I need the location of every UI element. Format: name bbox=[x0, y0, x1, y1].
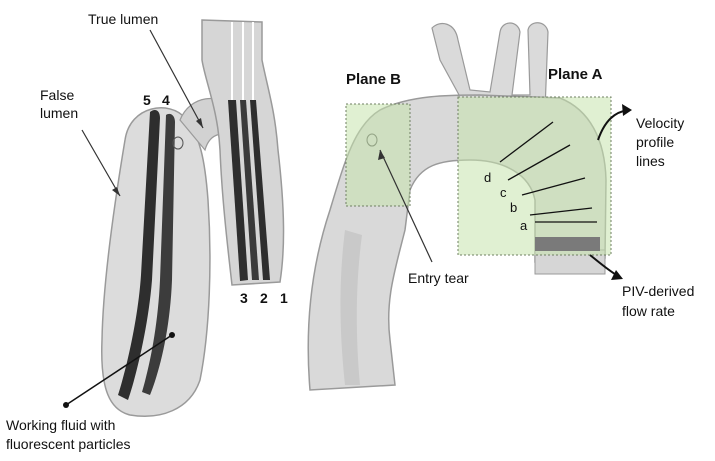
false-lumen-arrow bbox=[82, 130, 120, 196]
channel-label-4: 4 bbox=[162, 92, 170, 108]
velocity-label-line1: Velocity bbox=[636, 115, 684, 131]
working-fluid-dot-start bbox=[63, 402, 69, 408]
left-aorta-model bbox=[102, 20, 284, 416]
channel-label-2: 2 bbox=[260, 290, 268, 306]
working-fluid-label-line2: fluorescent particles bbox=[6, 436, 131, 452]
plane-a-label: Plane A bbox=[548, 66, 603, 83]
profile-label-a: a bbox=[520, 218, 528, 233]
profile-label-c: c bbox=[500, 185, 507, 200]
plane-a-region bbox=[458, 97, 611, 255]
working-fluid-label-line1: Working fluid with bbox=[6, 417, 115, 433]
false-lumen-label-line2: lumen bbox=[40, 105, 78, 121]
profile-label-b: b bbox=[510, 200, 517, 215]
velocity-label-line2: profile bbox=[636, 134, 674, 150]
flow-rate-band bbox=[535, 237, 600, 251]
entry-tear-label: Entry tear bbox=[408, 270, 469, 286]
profile-label-d: d bbox=[484, 170, 491, 185]
false-lumen-label-line1: False bbox=[40, 87, 74, 103]
plane-b-region bbox=[346, 104, 410, 206]
velocity-arrowhead bbox=[622, 104, 632, 116]
true-lumen-label: True lumen bbox=[88, 11, 158, 27]
channel-label-1: 1 bbox=[280, 290, 288, 306]
channel-label-5: 5 bbox=[143, 92, 151, 108]
velocity-label-line3: lines bbox=[636, 153, 665, 169]
piv-label-line1: PIV-derived bbox=[622, 283, 694, 299]
channel-label-3: 3 bbox=[240, 290, 248, 306]
piv-label-line2: flow rate bbox=[622, 303, 675, 319]
working-fluid-dot-end bbox=[169, 332, 175, 338]
plane-b-label: Plane B bbox=[346, 71, 401, 88]
